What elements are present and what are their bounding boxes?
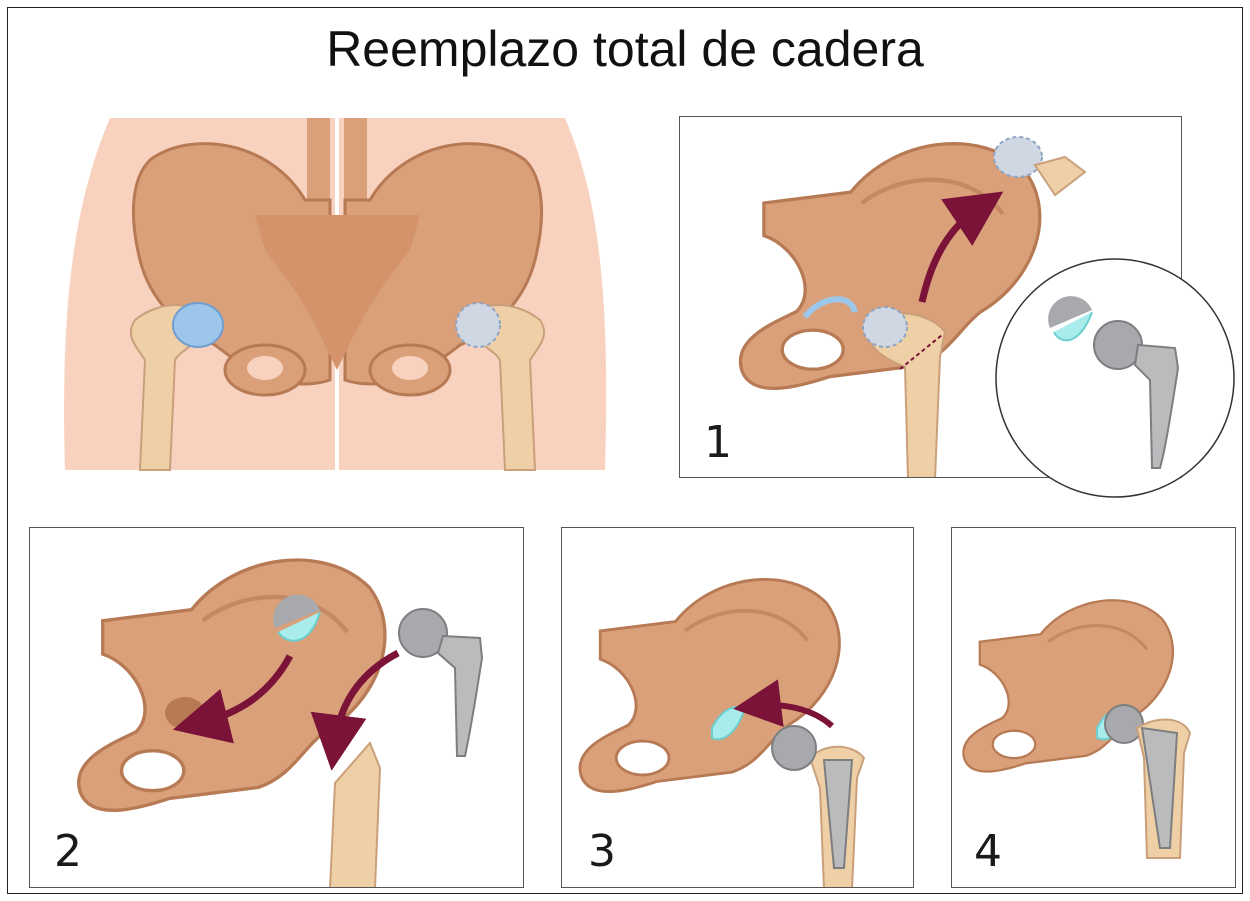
step-number: 4: [974, 826, 1002, 877]
step-number: 3: [588, 826, 616, 877]
step-2-panel: 2: [29, 527, 524, 888]
step-number: 2: [54, 826, 82, 877]
step-3-panel: 3: [561, 527, 914, 888]
step-4-panel: 4: [951, 527, 1236, 888]
pelvis-bone: [79, 560, 385, 810]
step-2-illustration: [30, 528, 524, 888]
